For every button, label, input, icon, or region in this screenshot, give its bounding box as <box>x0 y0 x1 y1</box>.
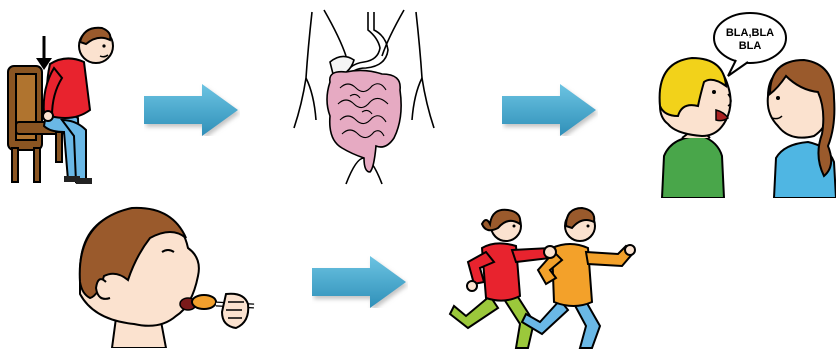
speech-bubble-line-1: BLA,BLA <box>726 27 774 39</box>
arrow-right-icon <box>144 84 240 136</box>
arrow-right-icon <box>312 256 408 308</box>
speech-bubble-line-2: BLA <box>739 40 762 52</box>
speech-bubble: BLA,BLA BLA <box>714 13 786 76</box>
people-talking-icon: BLA,BLA BLA <box>658 6 836 198</box>
person-eating-with-spoon-icon <box>76 198 262 348</box>
running-boy-figure <box>522 208 635 348</box>
children-running-icon <box>446 200 642 350</box>
digestive-system-icon <box>290 8 438 186</box>
person-sitting-down-icon <box>6 18 118 186</box>
arrow-right-icon <box>502 84 598 136</box>
